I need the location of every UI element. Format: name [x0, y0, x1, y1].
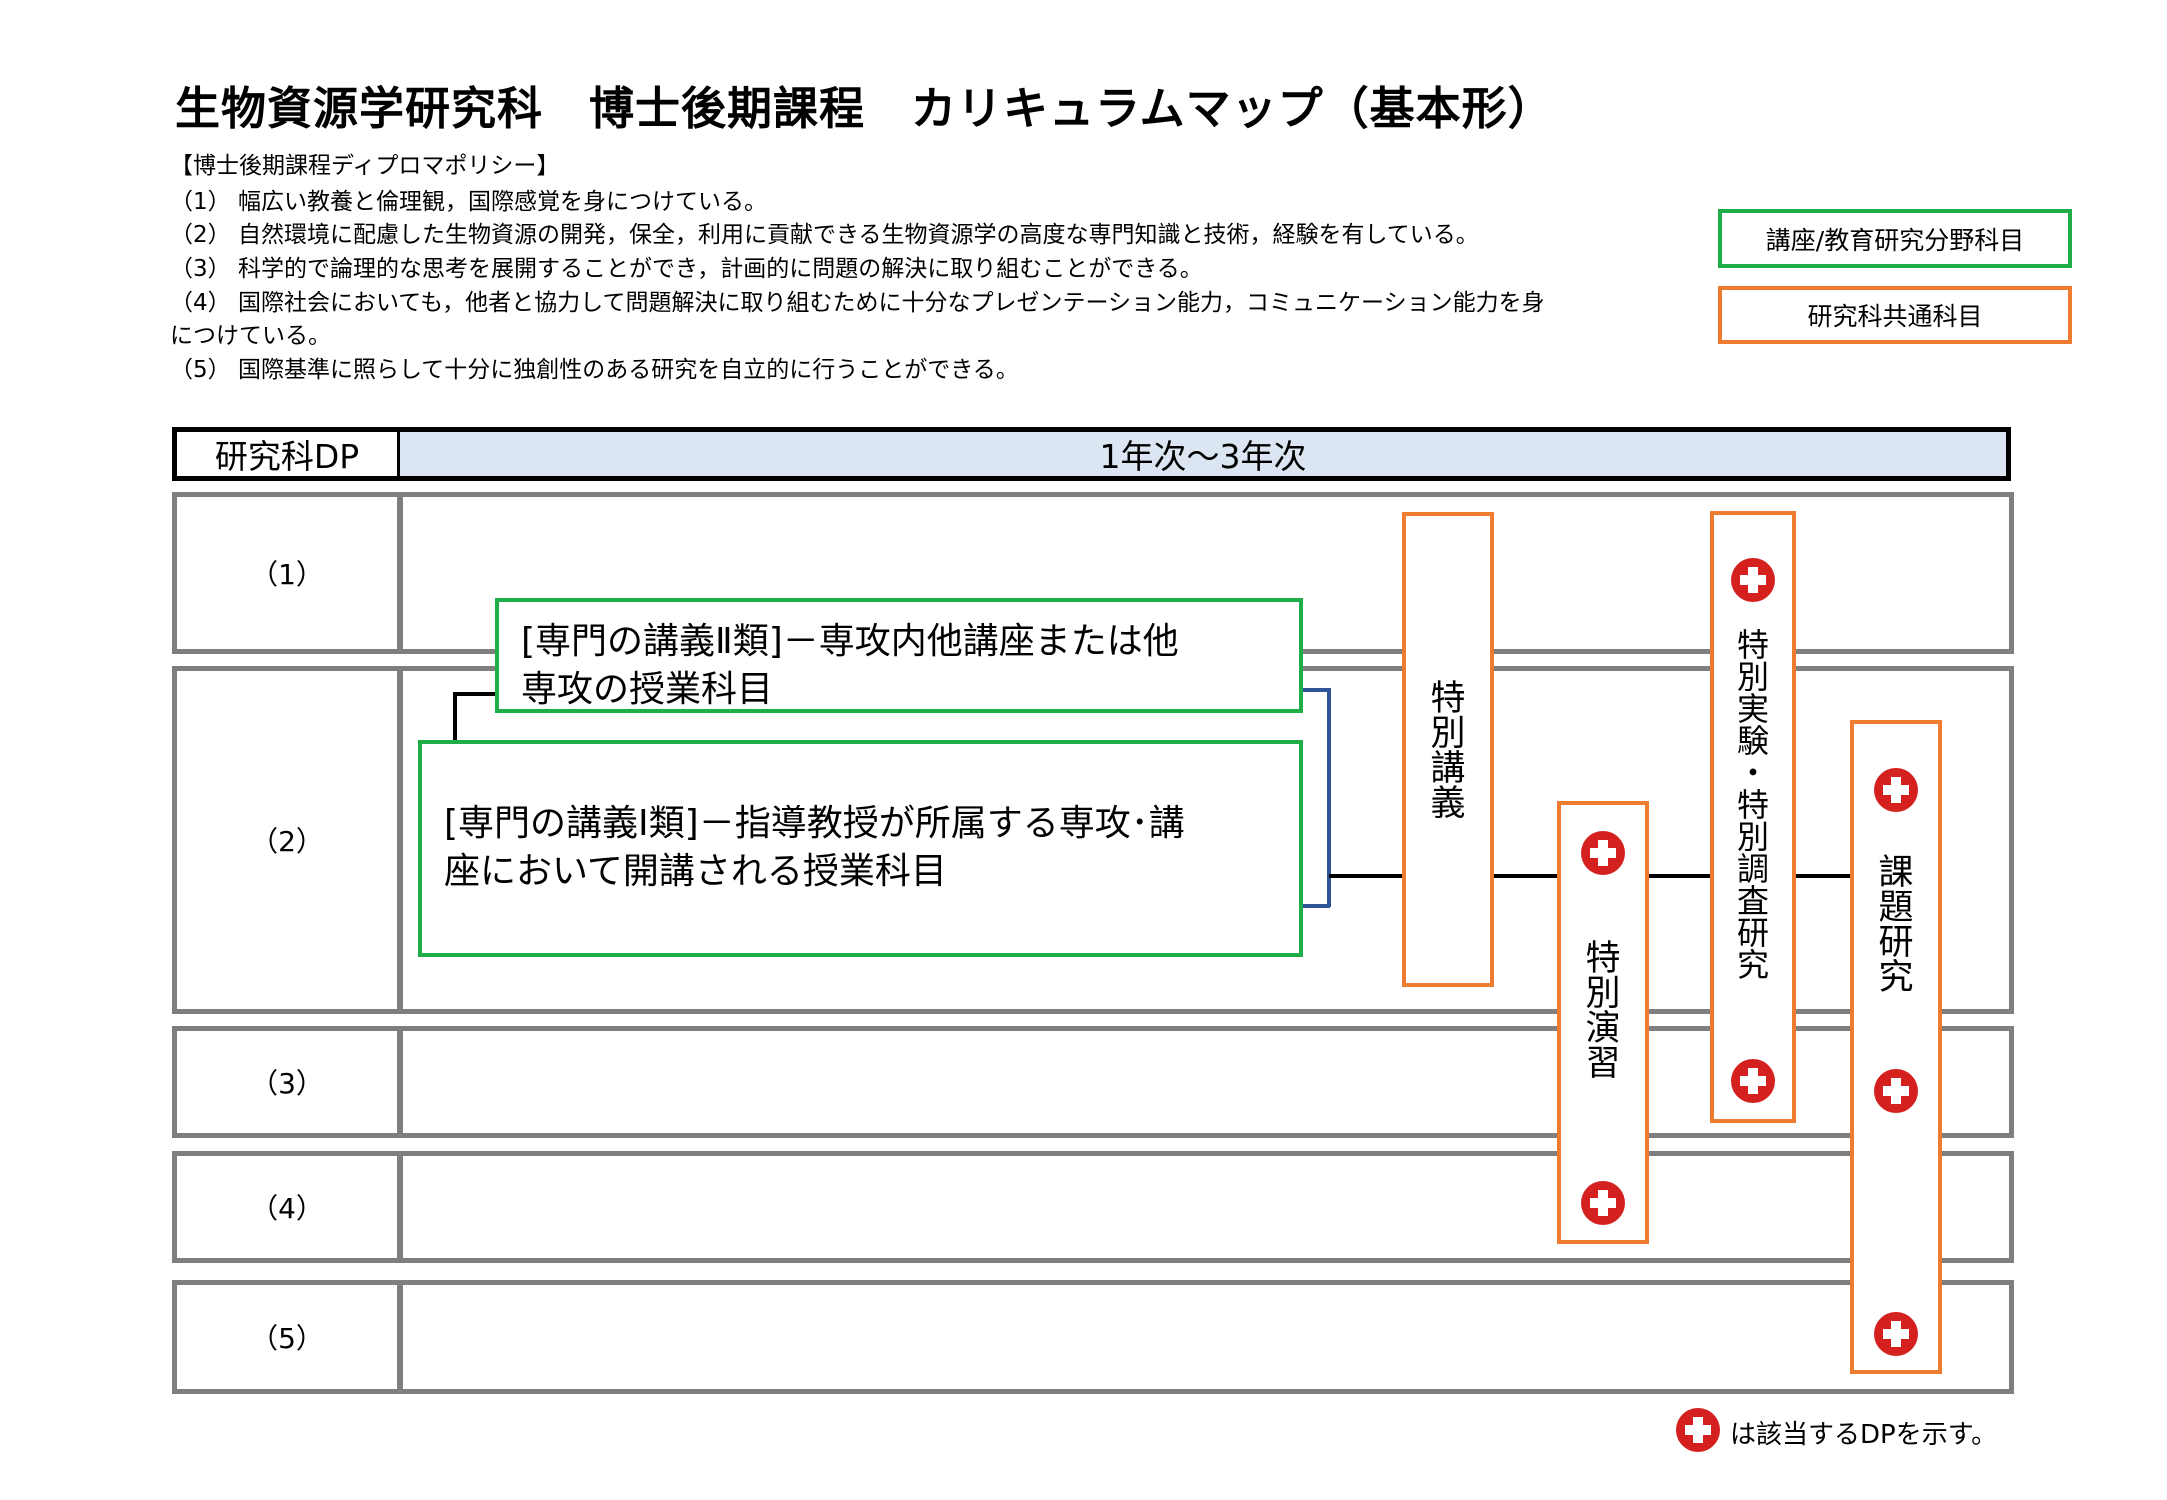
row-body-5 — [400, 1280, 2014, 1394]
dp-item-1: （1） 幅広い教養と倫理観，国際感覚を身につけている。 — [170, 189, 767, 215]
legend-department-subjects: 講座/教育研究分野科目 — [1718, 209, 2072, 268]
connector-to-lecture2 — [453, 692, 497, 696]
dp-marker-icon — [1874, 768, 1918, 812]
row-label-2: （2） — [172, 666, 402, 1014]
dp-marker-icon — [1874, 1069, 1918, 1113]
dp-heading: 【博士後期課程ディプロマポリシー】 — [170, 153, 560, 179]
course-special-seminar: 特 別 演 習 — [1557, 801, 1649, 1244]
course-lecture-type2-line2: 専攻の授業科目 — [521, 669, 774, 710]
course-special-experiment-label: 特 別 実 験 ・ 特 別 調 査 研 究 — [1736, 626, 1769, 984]
course-lecture-type1-line1: [専門の講義Ⅰ類]－指導教授が所属する専攻･講 — [444, 803, 1185, 844]
row-body-4 — [400, 1151, 2014, 1263]
dp-marker-note: は該当するDPを示す。 — [1730, 1420, 1998, 1450]
bracket-top — [1300, 688, 1330, 692]
dp-marker-icon — [1581, 1181, 1625, 1225]
row-label-3: （3） — [172, 1026, 402, 1138]
bracket-vertical — [1327, 688, 1331, 907]
dp-marker-icon — [1731, 1059, 1775, 1103]
legend-dp-marker-icon — [1676, 1408, 1720, 1452]
course-special-experiment: 特 別 実 験 ・ 特 別 調 査 研 究 — [1710, 511, 1796, 1123]
dp-item-3: （3） 科学的で論理的な思考を展開することができ，計画的に問題の解決に取り組むこ… — [170, 256, 1203, 282]
row-label-4: （4） — [172, 1151, 402, 1263]
dp-marker-icon — [1581, 831, 1625, 875]
legend-common-subjects: 研究科共通科目 — [1718, 286, 2072, 344]
bracket-bottom — [1300, 904, 1330, 908]
dp-item-5: （5） 国際基準に照らして十分に独創性のある研究を自立的に行うことができる。 — [170, 357, 1019, 383]
dp-item-4-cont: につけている。 — [170, 323, 331, 349]
course-special-seminar-label: 特 別 演 習 — [1585, 939, 1621, 1084]
dp-marker-icon — [1874, 1312, 1918, 1356]
course-research: 課 題 研 究 — [1850, 720, 1942, 1374]
dp-marker-icon — [1731, 558, 1775, 602]
course-lecture-type1-line2: 座において開講される授業科目 — [444, 851, 947, 892]
table-header-years: 1年次～3年次 — [397, 427, 2011, 481]
connector-vertical-left — [453, 694, 457, 744]
row-label-1: （1） — [172, 492, 402, 654]
dp-item-4: （4） 国際社会においても，他者と協力して問題解決に取り組むために十分なプレゼン… — [170, 290, 1545, 316]
page-title: 生物資源学研究科 博士後期課程 カリキュラムマップ（基本形） — [175, 82, 1554, 135]
course-lecture-type1: [専門の講義Ⅰ類]－指導教授が所属する専攻･講 座において開講される授業科目 — [418, 740, 1303, 957]
course-special-lecture-label: 特 別 講 義 — [1430, 679, 1466, 824]
table-header-dp: 研究科DP — [172, 427, 402, 481]
course-research-label: 課 題 研 究 — [1878, 853, 1914, 998]
course-lecture-type2: [専門の講義Ⅱ類]－専攻内他講座または他 専攻の授業科目 — [495, 598, 1303, 713]
dp-item-2: （2） 自然環境に配慮した生物資源の開発，保全，利用に貢献できる生物資源学の高度… — [170, 222, 1479, 248]
course-lecture-type2-line1: [専門の講義Ⅱ類]－専攻内他講座または他 — [521, 621, 1179, 662]
course-special-lecture: 特 別 講 義 — [1402, 512, 1494, 987]
row-label-5: （5） — [172, 1280, 402, 1394]
